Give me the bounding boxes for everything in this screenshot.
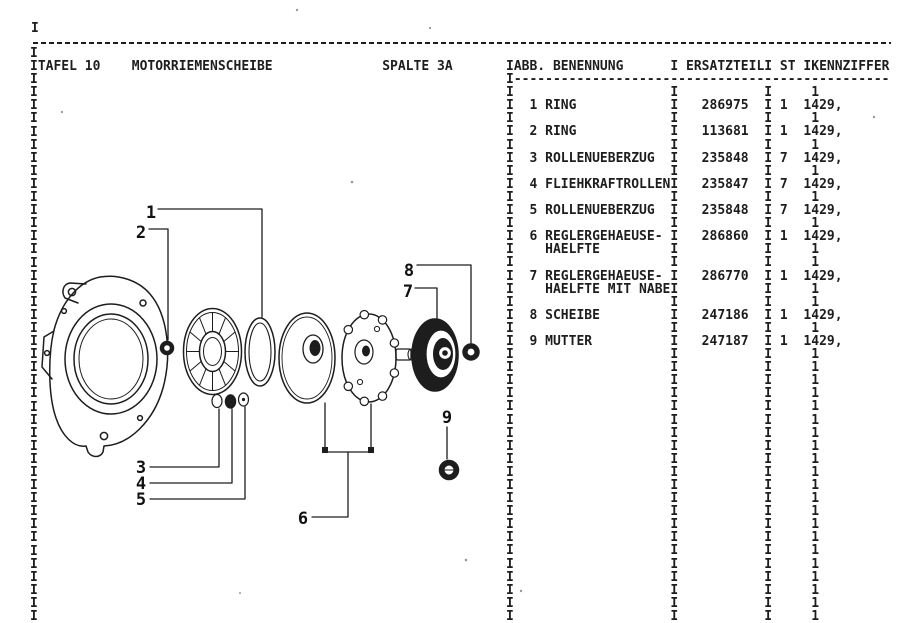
callout-label-3: 3 [136,458,146,478]
part-ring [244,317,276,387]
part-cone-pulley-half [411,318,459,392]
pulley-ribs [186,312,239,391]
part-ribbed-pulley-half [182,307,243,396]
part-fan-housing [41,275,169,458]
part-governor-housing-half [341,309,415,407]
callout-label-7: 7 [403,282,413,302]
part-nut [438,459,460,481]
part-rollers [211,392,250,409]
callout-label-1: 1 [146,203,156,223]
callout-label-8: 8 [404,261,414,281]
part-washer [462,343,480,361]
parts-table: IABB. BENENNUNG I ERSATZTEILI ST IKENNZI… [506,59,890,623]
callout-label-4: 4 [136,474,146,494]
top-border-mark: I [31,21,39,36]
part-hub-ring [159,340,175,356]
leader-lines [148,208,472,518]
callout-label-6: 6 [298,509,308,529]
callout-label-2: 2 [136,223,146,243]
top-divider [33,42,891,44]
callout-label-5: 5 [136,490,146,510]
scan-speckles [60,8,876,594]
housing-lobes [343,309,400,407]
callout-label-9: 9 [442,408,452,428]
part-pulley-disc [278,312,336,404]
left-section-header-and-border: I ITAFEL 10 MOTORRIEMENSCHEIBE SPALTE 3A… [30,46,453,623]
